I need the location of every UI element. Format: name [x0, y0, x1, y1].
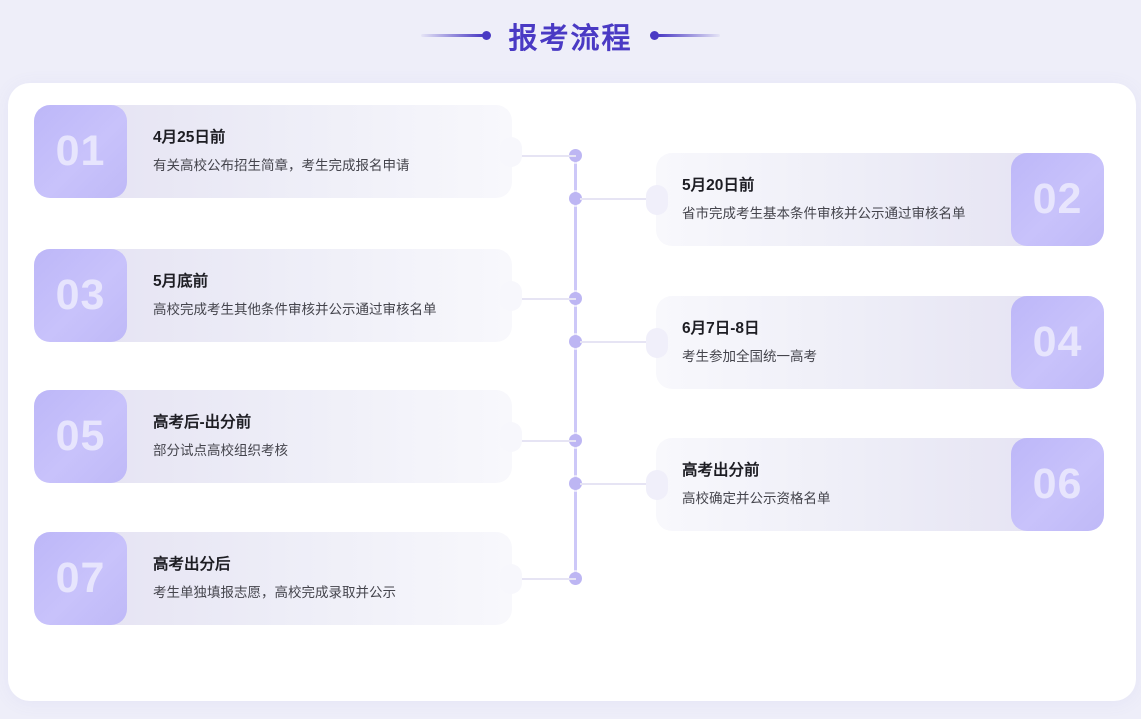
timeline-connector-line [508, 298, 576, 300]
title-left-decoration-icon [421, 30, 492, 42]
step-description: 省市完成考生基本条件审核并公示通过审核名单 [682, 206, 966, 222]
timeline-dot [569, 192, 582, 205]
step-card-body: 高考后-出分前部分试点高校组织考核 [109, 390, 522, 483]
decoration-dot [649, 31, 659, 40]
card-connector-tab [646, 184, 668, 215]
step-number-badge: 03 [34, 249, 127, 342]
step-card-body: 4月25日前有关高校公布招生简章，考生完成报名申请 [109, 105, 522, 198]
step-description: 部分试点高校组织考核 [153, 443, 288, 459]
timeline-dot [569, 335, 582, 348]
timeline-connector-line [580, 483, 658, 485]
card-connector-tab [500, 280, 522, 311]
step-description: 有关高校公布招生简章，考生完成报名申请 [153, 158, 410, 174]
step-number-badge: 01 [34, 105, 127, 198]
timeline-connector-line [580, 198, 658, 200]
step-number-badge: 02 [1011, 153, 1104, 246]
timeline-dot [569, 477, 582, 490]
step-card-body: 高考出分后考生单独填报志愿，高校完成录取并公示 [109, 532, 522, 625]
step-title: 高考后-出分前 [153, 413, 252, 431]
timeline-connector-line [508, 155, 576, 157]
timeline-connector-line [508, 440, 576, 442]
card-connector-tab [500, 563, 522, 594]
title-right-decoration-icon [649, 30, 720, 42]
decoration-dot [482, 31, 492, 40]
card-connector-tab [646, 327, 668, 358]
card-connector-tab [500, 421, 522, 452]
card-connector-tab [500, 136, 522, 167]
step-title: 4月25日前 [153, 128, 226, 146]
step-title: 5月底前 [153, 272, 209, 290]
page-header: 报考流程 [0, 0, 1141, 83]
step-card-body: 6月7日-8日考生参加全国统一高考 [646, 296, 1029, 389]
timeline-connector-line [580, 341, 658, 343]
step-number-badge: 07 [34, 532, 127, 625]
step-description: 高校确定并公示资格名单 [682, 491, 831, 507]
header-title-group: 报考流程 [421, 15, 720, 57]
step-card-body: 5月底前高校完成考生其他条件审核并公示通过审核名单 [109, 249, 522, 342]
step-description: 考生单独填报志愿，高校完成录取并公示 [153, 585, 396, 601]
step-number-badge: 04 [1011, 296, 1104, 389]
step-number-badge: 05 [34, 390, 127, 483]
step-title: 5月20日前 [682, 176, 755, 194]
decoration-line [421, 34, 484, 37]
step-title: 高考出分后 [153, 555, 231, 573]
timeline-spine [574, 155, 577, 585]
step-title: 6月7日-8日 [682, 319, 760, 337]
timeline-connector-line [508, 578, 576, 580]
card-connector-tab [646, 469, 668, 500]
decoration-line [657, 34, 720, 37]
step-card-body: 高考出分前高校确定并公示资格名单 [646, 438, 1029, 531]
step-description: 考生参加全国统一高考 [682, 349, 817, 365]
page-title: 报考流程 [508, 22, 633, 55]
step-card-body: 5月20日前省市完成考生基本条件审核并公示通过审核名单 [646, 153, 1029, 246]
step-description: 高校完成考生其他条件审核并公示通过审核名单 [153, 302, 437, 318]
step-number-badge: 06 [1011, 438, 1104, 531]
step-title: 高考出分前 [682, 461, 760, 479]
